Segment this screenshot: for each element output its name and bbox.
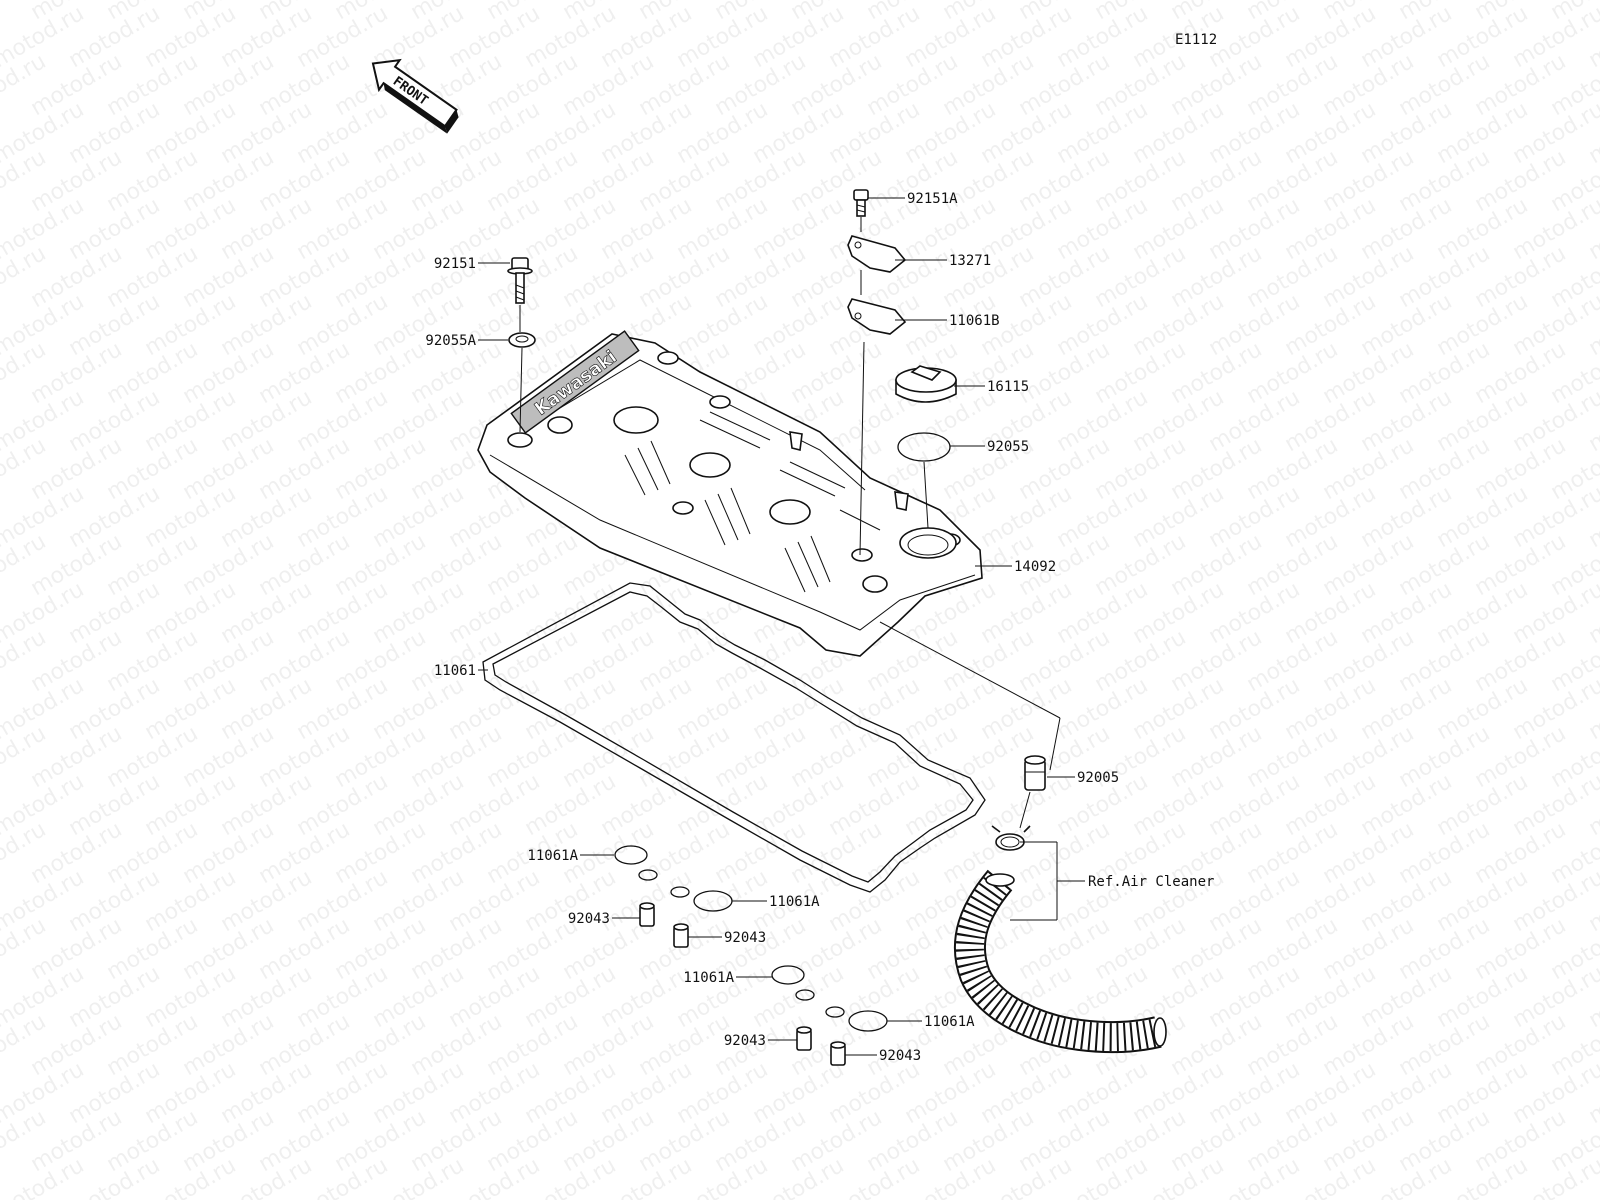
callout-11061: 11061: [434, 663, 476, 679]
callout-92055: 92055: [987, 439, 1029, 455]
bolt-92151A: [853, 189, 869, 217]
callout-11061A-1: 11061A: [527, 848, 578, 864]
callout-92151A: 92151A: [907, 191, 958, 207]
hose-clamp: [991, 825, 1031, 851]
bolt-92151: [507, 257, 533, 304]
dowel-92043-2: [673, 923, 689, 948]
seal-11061A-1: [614, 845, 658, 881]
callout-92043-4: 92043: [879, 1048, 921, 1064]
gasket-11061: [482, 582, 986, 893]
callout-11061A-2: 11061A: [769, 894, 820, 910]
dowel-92043-4: [830, 1041, 846, 1066]
callout-labels: 92151A 13271 11061B 16115 92055 14092 92…: [425, 191, 1214, 1064]
callout-14092: 14092: [1014, 559, 1056, 575]
oring-92055: [897, 432, 951, 462]
callout-92043-1: 92043: [568, 911, 610, 927]
callout-92043-3: 92043: [724, 1033, 766, 1049]
gasket-11061B: [847, 298, 907, 335]
callout-11061B: 11061B: [949, 313, 1000, 329]
leader-lines: [478, 197, 1085, 1056]
callout-92055A: 92055A: [425, 333, 476, 349]
dowel-92043-3: [796, 1026, 812, 1051]
plate-13271: [847, 235, 907, 273]
callout-13271: 13271: [949, 253, 991, 269]
callout-92043-2: 92043: [724, 930, 766, 946]
callout-16115: 16115: [987, 379, 1029, 395]
seal-11061A-3: [771, 965, 815, 1001]
breather-hose: [953, 869, 1167, 1054]
callout-11061A-4: 11061A: [924, 1014, 975, 1030]
fitting-92005: [1024, 755, 1046, 791]
callout-11061A-3: 11061A: [683, 970, 734, 986]
dowel-92043-1: [639, 902, 655, 927]
oil-cap-16115: [895, 365, 957, 403]
washer-92055A: [508, 332, 536, 348]
ref-air-cleaner-note: Ref.Air Cleaner: [1088, 874, 1214, 890]
callout-92151: 92151: [434, 256, 476, 272]
callout-92005: 92005: [1077, 770, 1119, 786]
diagram-id: E1112: [1175, 32, 1217, 48]
